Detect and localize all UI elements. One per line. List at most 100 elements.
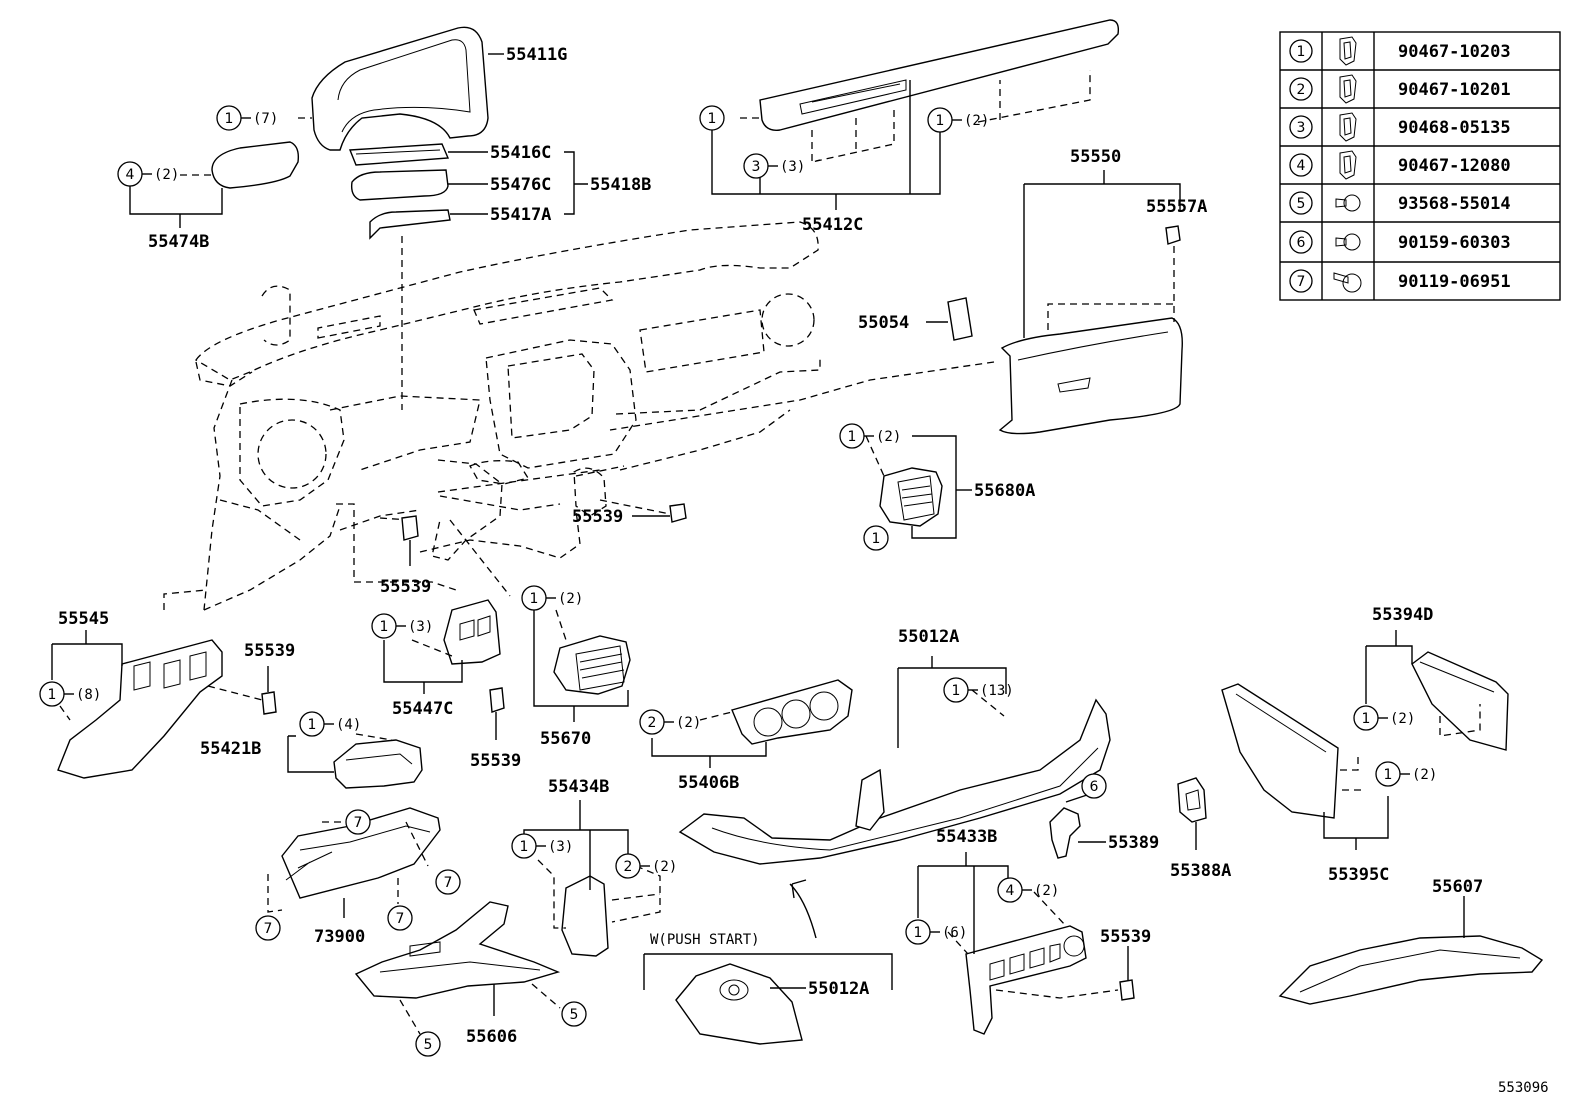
label-55474B: 55474B — [148, 232, 209, 252]
callout-quantity: (2) — [1412, 767, 1437, 783]
legend-number: 1 — [1297, 44, 1306, 60]
clip-icon — [1339, 150, 1357, 180]
legend-number-circle — [1289, 153, 1313, 177]
side-vent-right-drawing — [879, 467, 943, 527]
legend-row: 5 93568-55014 — [1289, 191, 1511, 215]
callout-quantity: (13) — [980, 683, 1014, 699]
callout-circle — [561, 1001, 587, 1027]
callout: 1 (2) — [1375, 761, 1437, 787]
meter-hood-drawing — [311, 26, 489, 240]
label-55539-e: 55539 — [1100, 927, 1151, 947]
callout: 7 — [255, 915, 281, 941]
callout-quantity: (7) — [253, 111, 278, 127]
callout-number: 1 — [1362, 711, 1371, 727]
bracket-55389 — [1049, 807, 1081, 859]
callout-number: 7 — [264, 921, 273, 937]
center-vent-drawing — [553, 635, 631, 695]
legend-number-circle — [1289, 191, 1313, 215]
bracket-55388a — [1177, 777, 1207, 823]
legend-frame — [1279, 31, 1561, 301]
legend-row: 4 90467-12080 — [1289, 150, 1511, 180]
clip-icon — [1339, 36, 1357, 66]
label-55012A-push-start: 55012A — [808, 979, 869, 999]
label-55394D: 55394D — [1372, 605, 1433, 625]
callout-number: 3 — [752, 159, 761, 175]
legend-number: 5 — [1297, 196, 1306, 212]
legend-part-number: 93568-55014 — [1398, 194, 1511, 214]
callout-number: 1 — [952, 683, 961, 699]
console-side-55434b-drawing — [561, 875, 609, 957]
callout-circle — [415, 1031, 441, 1057]
callout-circle — [863, 525, 889, 551]
callout-number: 1 — [708, 111, 717, 127]
callout: 7 — [345, 809, 371, 835]
glove-box-drawing — [998, 317, 1183, 435]
callout-quantity: (2) — [154, 167, 179, 183]
callout: 1(4) — [299, 711, 361, 737]
label-55447C: 55447C — [392, 699, 453, 719]
label-55418B: 55418B — [590, 175, 651, 195]
screw-icon — [1335, 194, 1361, 212]
label-55395C: 55395C — [1328, 865, 1389, 885]
label-55557A: 55557A — [1146, 197, 1207, 217]
label-55434B: 55434B — [548, 777, 609, 797]
callout-circle — [387, 905, 413, 931]
callout: 1 — [699, 105, 725, 131]
callout: 2(2) — [639, 709, 701, 735]
callout: 1 (13) — [943, 677, 1014, 703]
callout-quantity: (6) — [942, 925, 967, 941]
clip-55539-c — [261, 691, 277, 715]
callout-number: 4 — [126, 167, 135, 183]
callout: 1(2) — [839, 423, 901, 449]
legend-number: 7 — [1297, 274, 1306, 290]
label-55421B: 55421B — [200, 739, 261, 759]
callout-number: 7 — [444, 875, 453, 891]
callout: 4 (2) — [117, 161, 179, 187]
label-55670: 55670 — [540, 729, 591, 749]
instrument-panel-outline — [195, 221, 995, 611]
callout: 6 — [1081, 773, 1107, 799]
label-55545: 55545 — [58, 609, 109, 629]
callout-number: 1 — [48, 687, 57, 703]
label-55539-c: 55539 — [244, 641, 295, 661]
label-55607: 55607 — [1432, 877, 1483, 897]
callout-circle — [345, 809, 371, 835]
upper-panel-drawing — [759, 19, 1120, 131]
callout-quantity: (2) — [676, 715, 701, 731]
diagram-code: 553096 — [1498, 1080, 1549, 1096]
callout-number: 1 — [872, 531, 881, 547]
callout-circle — [699, 105, 725, 131]
callout-quantity: (3) — [408, 619, 433, 635]
legend-part-number: 90467-12080 — [1398, 156, 1511, 176]
legend-number: 4 — [1297, 158, 1306, 174]
label-55606: 55606 — [466, 1027, 517, 1047]
callout-circle — [1081, 773, 1107, 799]
callout: 1(3) — [511, 833, 573, 859]
callout-quantity: (8) — [76, 687, 101, 703]
label-55539-b: 55539 — [572, 507, 623, 527]
label-55539-a: 55539 — [380, 577, 431, 597]
label-55476C: 55476C — [490, 175, 551, 195]
switch-bezel-55447c-drawing — [443, 599, 501, 665]
lower-cover-55607-drawing — [1278, 935, 1544, 1005]
callout: 4(2) — [997, 877, 1059, 903]
callout: 1(2) — [927, 107, 989, 133]
glove-box-door-73900-drawing — [281, 807, 441, 899]
heater-control-bezel-drawing — [731, 679, 853, 745]
legend-number: 3 — [1297, 120, 1306, 136]
label-55416C: 55416C — [490, 143, 551, 163]
callout-number: 1 — [1384, 767, 1393, 783]
callout: 1(2) — [1353, 705, 1415, 731]
label-55411G: 55411G — [506, 45, 567, 65]
callout-number: 1 — [848, 429, 857, 445]
label-55417A: 55417A — [490, 205, 551, 225]
label-55406B: 55406B — [678, 773, 739, 793]
callout: 1(3) — [371, 613, 433, 639]
legend-number: 6 — [1297, 235, 1306, 251]
legend-number-circle — [1289, 230, 1313, 254]
legend-part-number: 90159-60303 — [1398, 233, 1511, 253]
legend-number-circle — [1289, 269, 1313, 293]
side-panel-55394d-drawing — [1411, 651, 1509, 751]
label-55412C: 55412C — [802, 215, 863, 235]
